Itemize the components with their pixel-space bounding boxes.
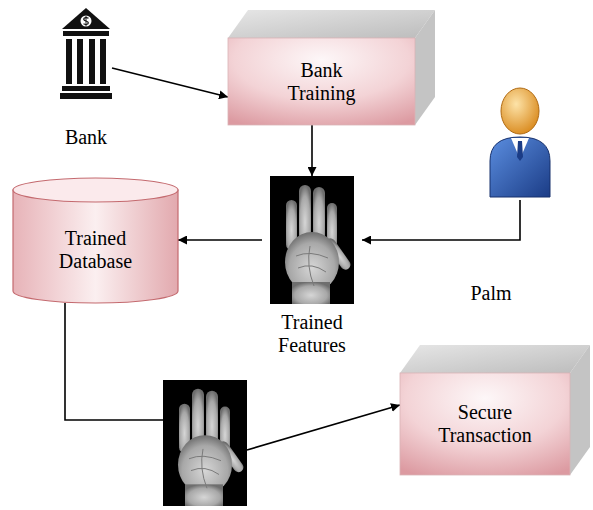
- bank-icon-shape-part: [86, 16, 87, 26]
- bank-icon-shape-part: [81, 16, 92, 27]
- palm-image-shape-part: [270, 176, 354, 304]
- process-box-shape-part: [228, 10, 435, 38]
- edge-label: Palm: [468, 282, 513, 305]
- connector-arrow: [178, 239, 262, 241]
- bank-icon-shape-part: [60, 93, 112, 99]
- bank-icon-shape-part: [89, 39, 95, 84]
- node-label: Trained Features: [262, 311, 362, 357]
- process-box-shape-part: [400, 345, 590, 373]
- bank-icon-shape: [60, 6, 112, 101]
- database-cylinder: Trained Database: [13, 178, 178, 303]
- palm-image: [163, 380, 247, 506]
- user-icon: [487, 85, 553, 200]
- palm-image-shape-part: [185, 484, 223, 506]
- bank-icon-shape-part: [100, 39, 106, 84]
- connector-arrow: [311, 125, 313, 176]
- process-box: Secure Transaction: [400, 345, 590, 475]
- database-cylinder-shape-part: [13, 178, 178, 202]
- palm-image-shape-part: [292, 282, 330, 304]
- palm-image-shape: [163, 380, 247, 506]
- palm-image-shape-part: [163, 380, 247, 506]
- node-label: Bank Training: [267, 59, 377, 105]
- palm-image-shape-part: [189, 449, 221, 488]
- process-box-shape-part: [228, 38, 415, 125]
- user-icon-shape: [487, 85, 553, 200]
- process-box-shape-part: [400, 373, 570, 475]
- text-area: Secure Transaction: [400, 373, 570, 475]
- process-box-shape-part: [415, 10, 435, 125]
- text-area: Bank Training: [228, 38, 415, 125]
- text-area: Bank: [46, 123, 126, 152]
- node-label: Bank: [65, 126, 107, 149]
- bank-icon: Bank: [60, 6, 112, 101]
- connector-arrow: [362, 200, 520, 240]
- palm-image-shape-part: [270, 176, 354, 304]
- palm-image-shape-part: [163, 380, 247, 506]
- user-icon-shape-part: [490, 137, 550, 197]
- process-box: Bank Training: [228, 10, 435, 125]
- user-icon-shape-part: [501, 88, 539, 134]
- bank-icon-shape-part: [63, 31, 109, 36]
- connector-arrow: [112, 68, 228, 97]
- connector-arrow: [65, 303, 163, 420]
- text-area: Trained Features: [258, 308, 366, 360]
- node-label: Secure Transaction: [423, 401, 548, 447]
- process-box-shape-part: [570, 345, 590, 475]
- text-area: Trained Database: [13, 202, 178, 298]
- palm-image-shape-part: [296, 246, 328, 286]
- palm-image: Trained Features: [262, 176, 362, 362]
- node-label: Trained Database: [41, 227, 151, 273]
- connector-arrow: [247, 405, 400, 450]
- database-cylinder-shape-part: [13, 190, 178, 303]
- bank-icon-shape-part: [62, 86, 110, 91]
- bank-icon-shape-part: [62, 8, 110, 29]
- user-icon-shape-part: [517, 141, 523, 161]
- bank-icon-shape-part: [66, 39, 72, 84]
- bank-icon-shape-part: [77, 39, 83, 84]
